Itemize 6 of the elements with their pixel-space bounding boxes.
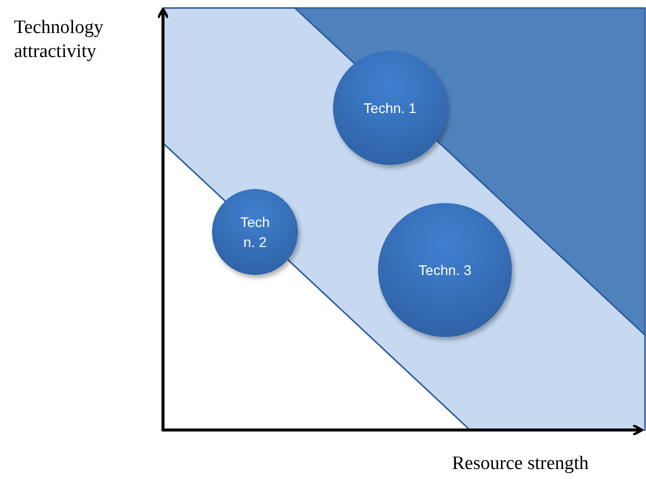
bubble-label: Tech n. 2 (239, 213, 271, 252)
bubble-label: Techn. 3 (418, 261, 472, 280)
axis-title: Resource strength (452, 452, 590, 476)
axis-title: Technology attractivity (14, 16, 104, 64)
bubble (212, 189, 298, 275)
bubble-label: Techn. 1 (364, 99, 416, 118)
